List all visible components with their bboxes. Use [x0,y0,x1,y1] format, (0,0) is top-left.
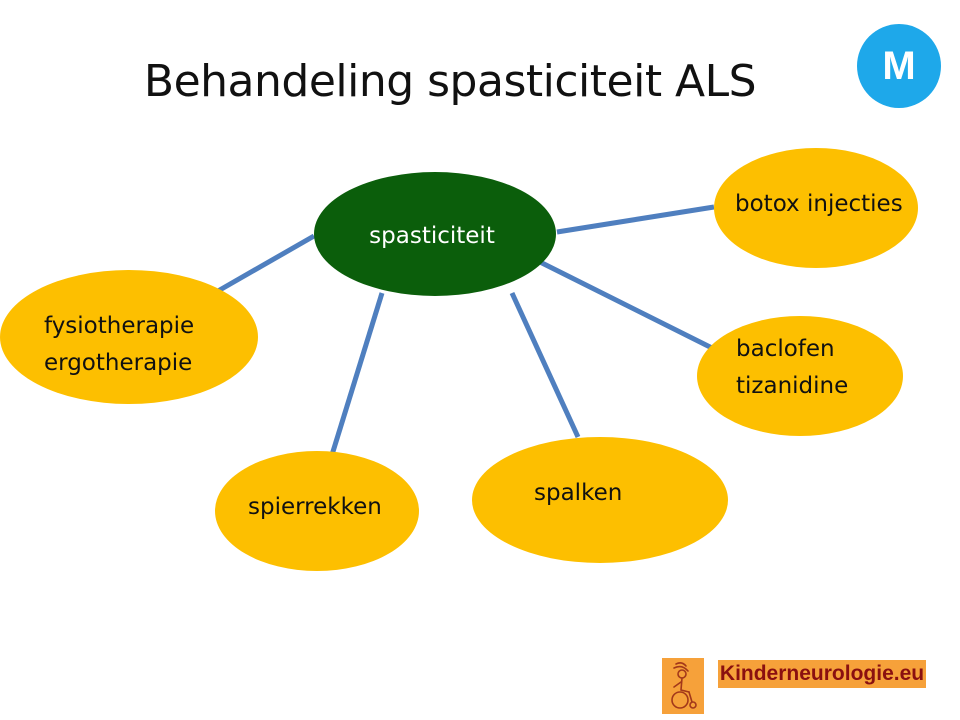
connector-botox [556,204,715,235]
connector-spalken [509,291,581,439]
connectors [216,204,716,459]
node-spierrekken: spierrekken [215,451,419,571]
connector-baclofen [538,259,716,352]
node-spierrekken-shape [215,451,419,571]
node-baclofen-line-2: tizanidine [736,373,848,399]
m-badge-icon: M [857,24,941,108]
node-botox-shape [714,148,918,268]
node-botox-label: botox injecties [735,191,903,217]
node-spalken-label: spalken [534,480,622,506]
wheelchair-logo-icon [662,658,704,714]
footer-site-banner: Kinderneurologie.eu [718,660,926,688]
node-fysiotherapie-shape [0,270,258,404]
node-baclofen-line-1: baclofen [736,336,835,362]
connector-spierrekken [328,292,385,459]
node-spasticiteit: spasticiteit [314,172,556,296]
node-baclofen: baclofen tizanidine [697,316,903,436]
node-fysiotherapie-line-2: ergotherapie [44,350,192,376]
node-spasticiteit-label: spasticiteit [369,223,495,249]
node-fysiotherapie-line-1: fysiotherapie [44,313,194,339]
node-baclofen-shape [697,316,903,436]
node-spalken: spalken [472,437,728,563]
node-spalken-shape [472,437,728,563]
connector-fysiotherapie [216,233,316,294]
node-spierrekken-label: spierrekken [248,494,382,520]
node-spasticiteit-shape [314,172,556,296]
slide-title: Behandeling spasticiteit ALS [143,56,757,107]
node-fysiotherapie: fysiotherapie ergotherapie [0,270,258,404]
node-botox: botox injecties [714,148,918,268]
